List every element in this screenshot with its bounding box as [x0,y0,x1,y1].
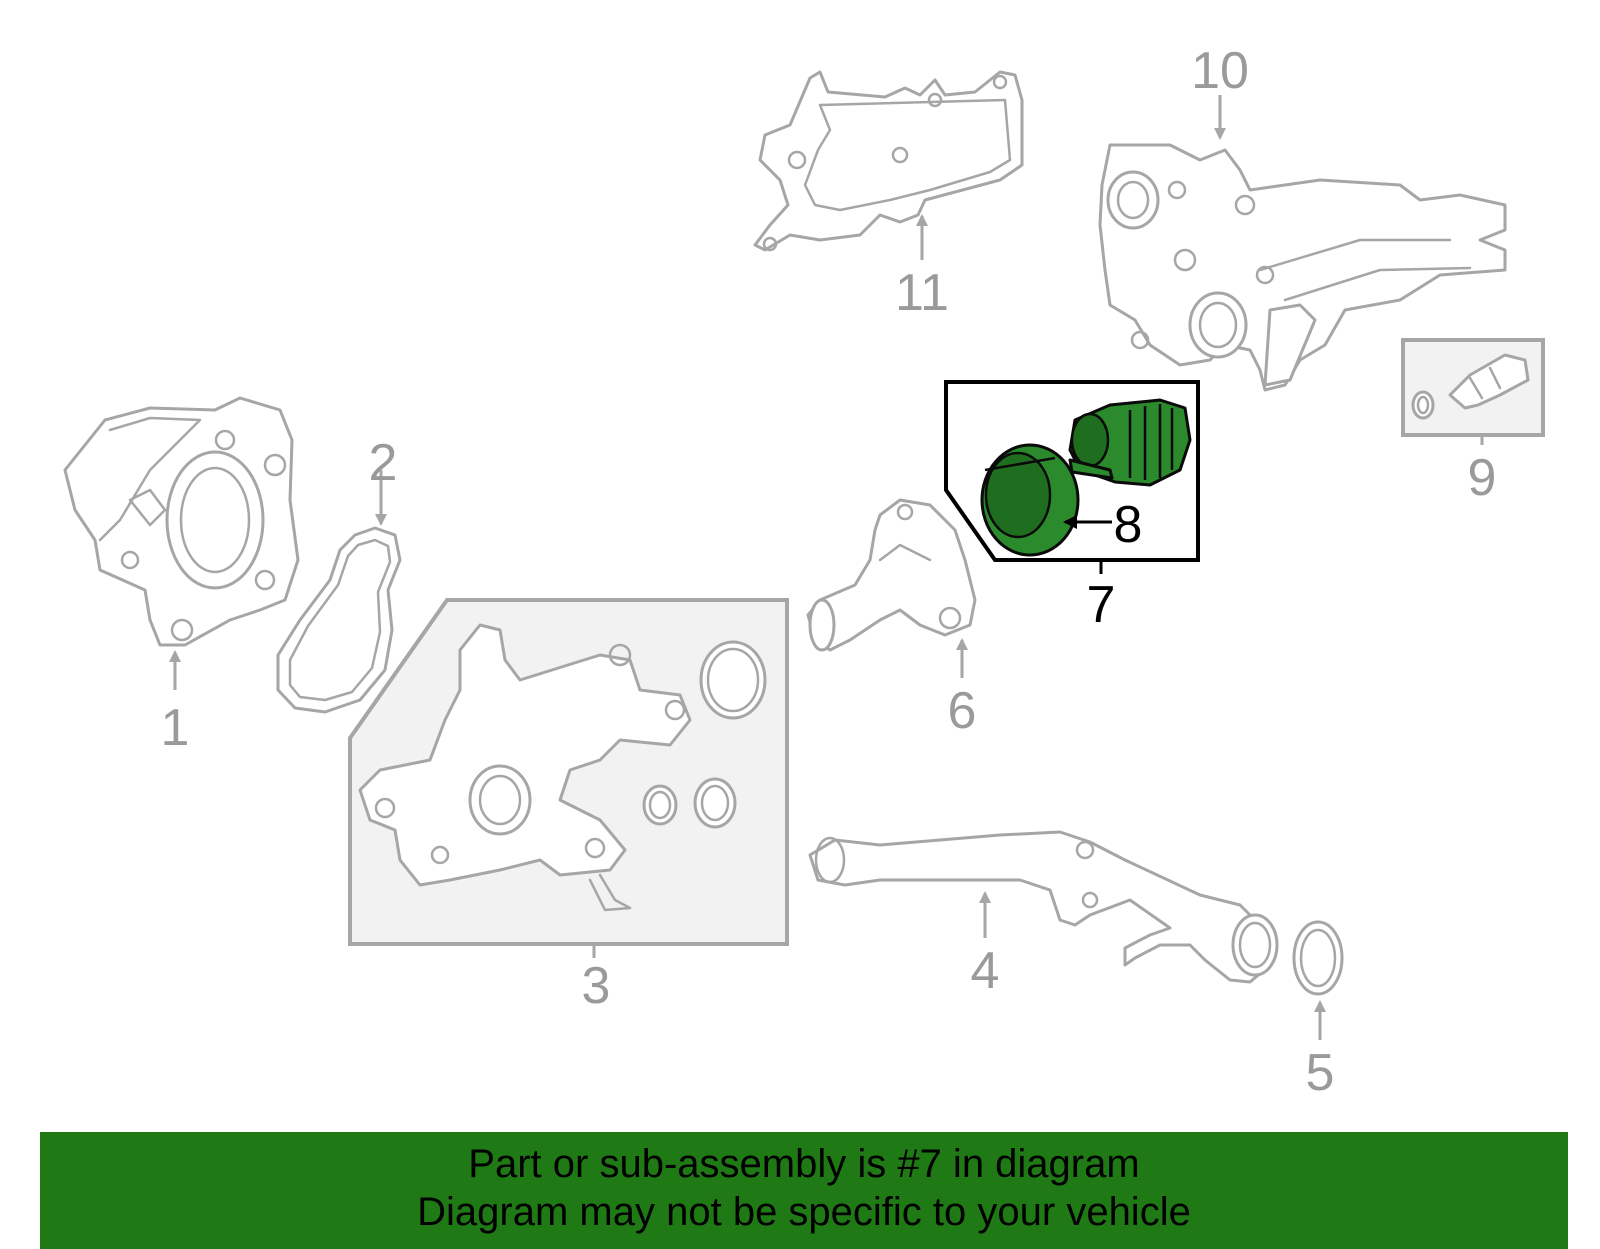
part-4-water-pipe[interactable] [808,830,1279,984]
part-1-water-pump[interactable] [63,396,300,647]
callout-7: 7 [1087,576,1116,634]
callout-6: 6 [948,682,977,740]
callout-10: 10 [1191,42,1249,100]
part-11-gasket-plate[interactable] [753,70,1024,252]
part-9-temperature-sensor[interactable] [1401,338,1545,437]
part-6-thermostat-cover[interactable] [806,498,977,652]
callout-9: 9 [1468,449,1497,507]
part-3-housing-assembly[interactable] [348,598,789,946]
part-10-water-outlet[interactable] [1098,143,1507,392]
callout-1: 1 [161,699,190,757]
callout-11: 11 [895,264,949,322]
callout-3: 3 [582,957,611,1015]
thermostat-body[interactable] [1068,398,1192,487]
callout-2: 2 [369,434,398,492]
part-8-seal-ring[interactable] [980,443,1080,557]
banner-line-1: Part or sub-assembly is #7 in diagram [468,1142,1140,1186]
callout-8: 8 [1114,496,1143,554]
banner-line-2: Diagram may not be specific to your vehi… [417,1190,1191,1234]
callout-5: 5 [1306,1044,1335,1102]
part-7-thermostat-assembly[interactable] [944,380,1200,562]
callout-4: 4 [971,942,1000,1000]
part-5-o-ring[interactable] [1292,920,1344,996]
info-banner: Part or sub-assembly is #7 in diagram Di… [40,1132,1568,1249]
part-2-gasket[interactable] [276,526,402,714]
